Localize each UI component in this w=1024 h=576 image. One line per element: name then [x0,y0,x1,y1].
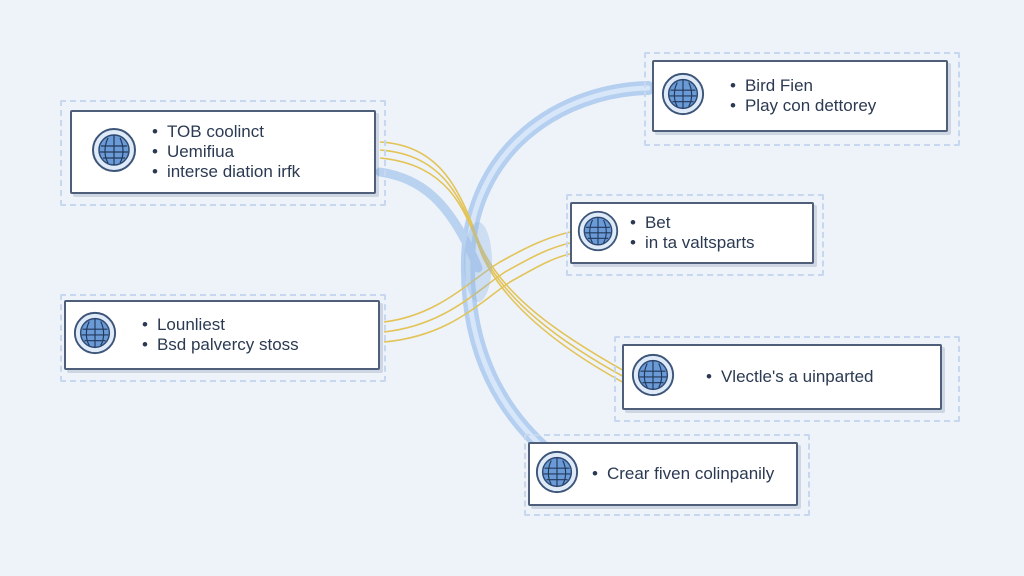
node-frame [524,434,810,516]
node-text: Crear fiven colinpanily [592,464,774,484]
node-text: TOB coolinct Uemifiua interse diation ir… [152,122,300,182]
globe-icon [630,352,676,403]
globe-icon [660,71,706,122]
link-line [383,231,571,323]
node-line: TOB coolinct [152,122,300,142]
node-line: Vlectle's a uinparted [706,367,874,387]
node-line: Bird Fien [730,76,876,96]
node-line: Lounliest [142,315,299,335]
node-left-top[interactable]: TOB coolinct Uemifiua interse diation ir… [70,110,376,194]
node-right-1[interactable]: Bird Fien Play con dettorey [652,60,948,132]
node-line: Bet [630,213,755,233]
node-line: Bsd palvercy stoss [142,335,299,355]
node-right-3[interactable]: Vlectle's a uinparted [622,344,942,410]
node-frame [644,52,960,146]
globe-icon [534,449,580,500]
node-line: Play con dettorey [730,96,876,116]
node-text: Vlectle's a uinparted [706,367,874,387]
crossing-highlight [464,222,492,302]
node-right-2[interactable]: Bet in ta valtsparts [570,202,814,264]
globe-icon [72,310,118,361]
node-text: Lounliest Bsd palvercy stoss [142,315,299,355]
blue-band-connector [375,167,483,273]
node-frame [60,100,386,206]
node-frame [614,336,960,422]
link-line [383,242,571,333]
node-line: Uemifiua [152,142,300,162]
node-right-4[interactable]: Crear fiven colinpanily [528,442,798,506]
node-line: interse diation irfk [152,162,300,182]
link-line [379,141,627,373]
node-text: Bird Fien Play con dettorey [730,76,876,116]
link-line [383,253,571,343]
globe-icon [576,209,620,258]
node-frame [566,194,824,276]
node-frame [60,294,386,382]
node-text: Bet in ta valtsparts [630,213,755,253]
node-line: in ta valtsparts [630,233,755,253]
node-line: Crear fiven colinpanily [592,464,774,484]
globe-icon [90,126,138,179]
link-line [379,157,627,385]
node-left-bottom[interactable]: Lounliest Bsd palvercy stoss [64,300,380,370]
